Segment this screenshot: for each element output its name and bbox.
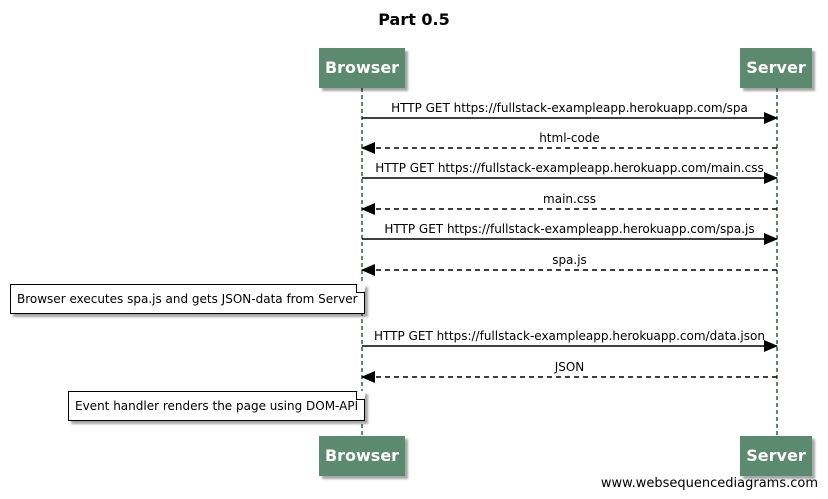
note-browser-executes: Browser executes spa.js and gets JSON-da… <box>10 284 365 314</box>
message-label: spa.js <box>552 253 587 267</box>
message-label: HTTP GET https://fullstack-exampleapp.he… <box>375 161 764 175</box>
note-fold-corner <box>355 284 365 293</box>
message-label: main.css <box>543 192 596 206</box>
browser-participant-top: Browser <box>319 48 405 88</box>
message-label: HTTP GET https://fullstack-exampleapp.he… <box>384 222 755 236</box>
message-label: HTTP GET https://fullstack-exampleapp.he… <box>391 101 748 115</box>
message-label: JSON <box>554 360 585 374</box>
message-label: html-code <box>539 131 600 145</box>
diagram-title: Part 0.5 <box>378 10 450 29</box>
note-fold-corner <box>356 391 366 400</box>
message-label: HTTP GET https://fullstack-exampleapp.he… <box>374 329 765 343</box>
note-event-handler: Event handler renders the page using DOM… <box>68 391 366 421</box>
message-arrows <box>361 112 778 383</box>
note-text: Browser executes spa.js and gets JSON-da… <box>17 292 358 306</box>
note-text: Event handler renders the page using DOM… <box>75 399 359 413</box>
server-participant-top: Server <box>740 48 812 88</box>
server-participant-bottom: Server <box>740 436 812 476</box>
watermark: www.websequencediagrams.com <box>600 476 818 491</box>
browser-participant-bottom: Browser <box>319 436 405 476</box>
